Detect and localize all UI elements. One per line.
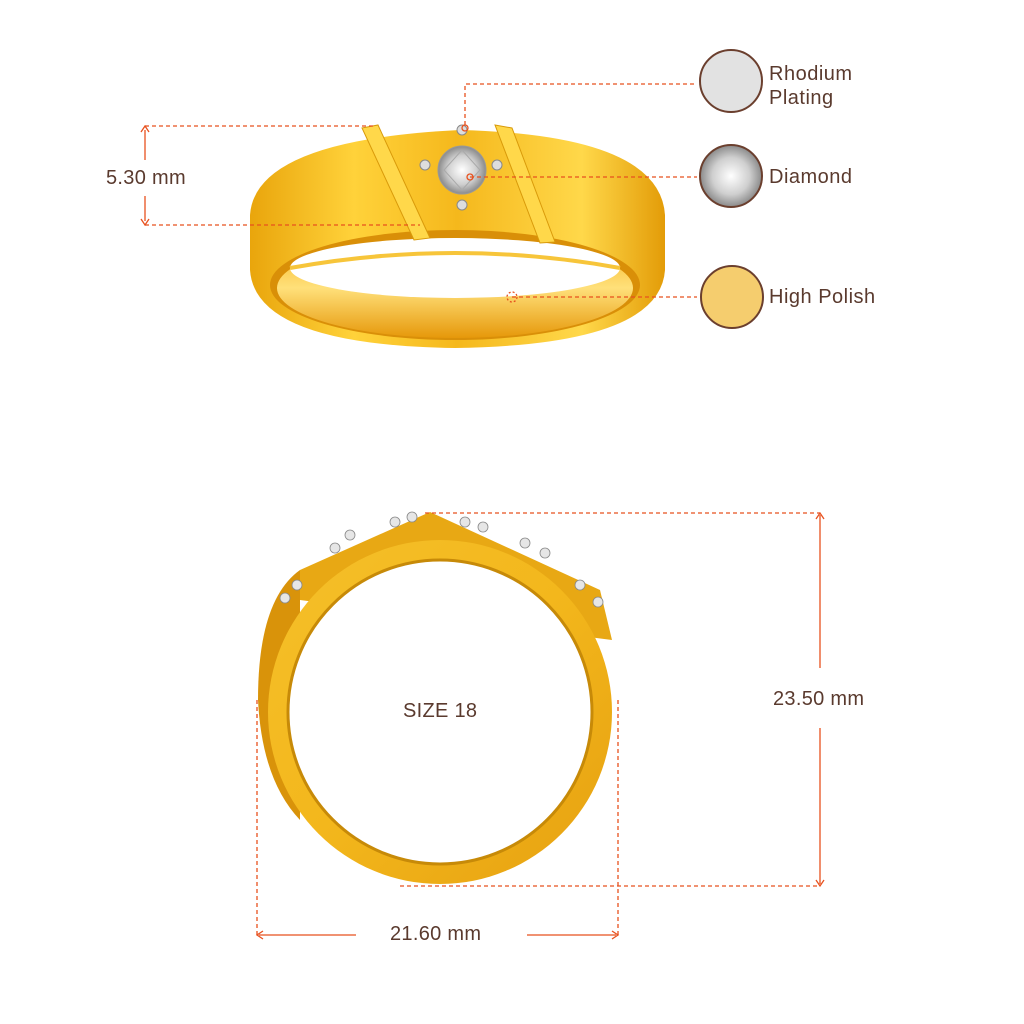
band-width-label: 5.30 mm — [106, 167, 186, 190]
legend-high-polish: High Polish — [769, 286, 876, 308]
ring-front-view — [258, 511, 612, 884]
ring-width-label: 21.60 mm — [390, 923, 482, 946]
ring-height-label: 23.50 mm — [773, 688, 865, 711]
diamond-setting — [419, 124, 503, 211]
ring-size-label: SIZE 18 — [403, 700, 478, 723]
legend-swatches — [699, 49, 764, 329]
legend-label: Plating — [769, 87, 834, 109]
legend-label: Rhodium — [769, 63, 853, 85]
legend-diamond: Diamond — [769, 166, 853, 188]
ring-perspective-view — [250, 124, 665, 348]
diamond-swatch-icon — [699, 144, 763, 208]
gold-swatch-icon — [700, 265, 764, 329]
dimension-lines — [140, 83, 825, 940]
rhodium-swatch-icon — [699, 49, 763, 113]
legend-rhodium: Rhodium Plating — [769, 62, 853, 110]
